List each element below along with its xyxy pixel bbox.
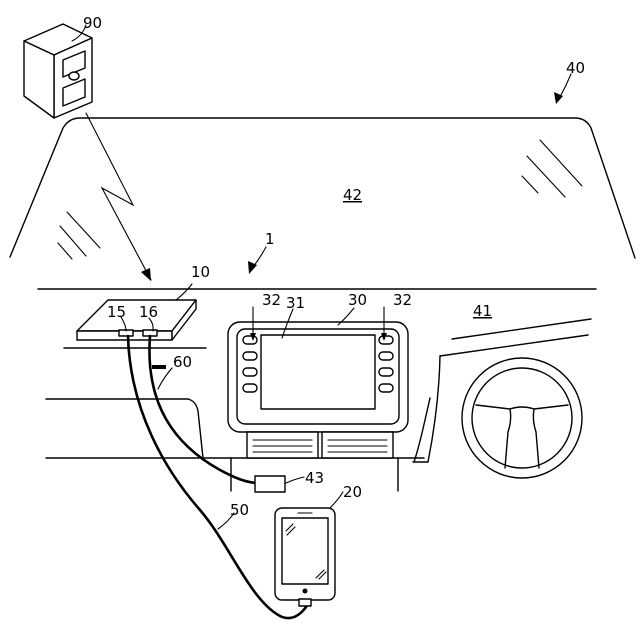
display-unit <box>228 307 408 432</box>
label-connector: 43 <box>305 469 324 487</box>
server-unit <box>24 24 92 118</box>
label-smartphone: 20 <box>343 483 362 501</box>
label-dashboard: 41 <box>473 302 492 320</box>
smartphone <box>275 492 343 606</box>
label-server: 90 <box>83 14 102 32</box>
vehicle-leader <box>560 74 571 97</box>
label-cable-short: 60 <box>173 353 192 371</box>
wireless-link-arrow <box>86 113 151 281</box>
label-port-b: 16 <box>139 303 158 321</box>
vehicle-device <box>77 284 196 389</box>
air-vents <box>247 432 393 458</box>
label-system: 1 <box>265 230 275 248</box>
label-port-a: 15 <box>107 303 126 321</box>
system-leader <box>253 247 266 267</box>
label-display-side-a: 32 <box>262 291 281 309</box>
label-device: 10 <box>191 263 210 281</box>
label-display-unit: 30 <box>348 291 367 309</box>
label-display-screen: 31 <box>286 294 305 312</box>
connector-box <box>255 476 304 492</box>
steering-wheel <box>462 358 582 478</box>
label-display-side-b: 32 <box>393 291 412 309</box>
label-cable-long: 50 <box>230 501 249 519</box>
label-windshield: 42 <box>343 186 362 204</box>
label-vehicle: 40 <box>566 59 585 77</box>
